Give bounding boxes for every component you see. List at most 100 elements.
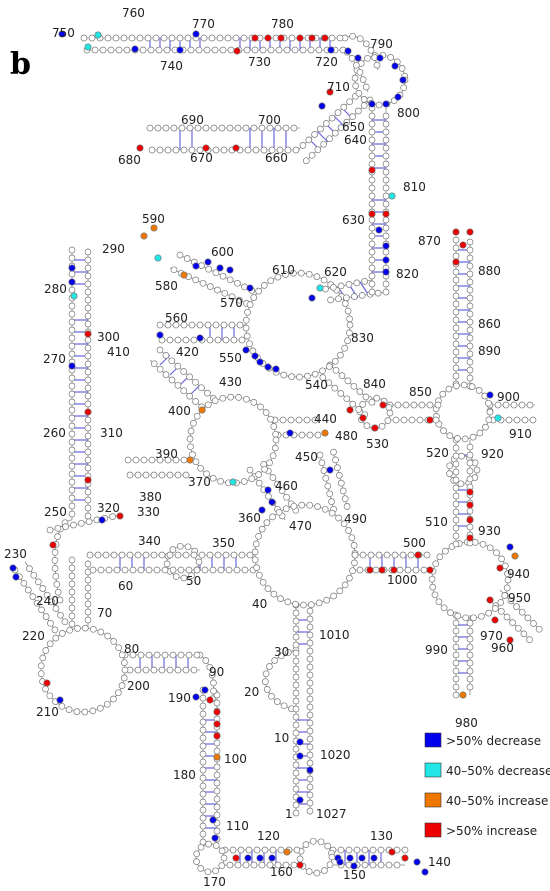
nucleotide [68,470,76,478]
nucleotide [230,551,238,559]
nucleotide [180,456,188,464]
nucleotide [213,811,221,819]
pos-label: 1027 [316,807,347,821]
nucleotide [213,699,221,707]
nucleotide [501,592,509,599]
nucleotide [68,326,76,334]
nucleotide [452,659,460,667]
highlighted-nucleotide [286,429,294,437]
nucleotide [259,46,267,54]
nucleotide [292,649,300,657]
nucleotide [250,294,258,301]
nucleotide [68,462,76,470]
nucleotide [372,566,380,574]
nucleotide [292,705,300,713]
nucleotide [243,46,251,54]
nucleotide [47,619,54,627]
nucleotide [140,456,148,464]
pos-label: 640 [344,133,367,147]
nucleotide [311,131,318,138]
nucleotide [265,492,272,500]
highlighted-nucleotide [136,144,144,152]
nucleotide [375,101,383,109]
nucleotide [212,867,220,875]
nucleotide [199,710,207,718]
nucleotide [452,675,460,683]
nucleotide [306,647,314,655]
pos-label: 210 [36,705,59,719]
highlighted-nucleotide [192,693,200,701]
nucleotide [251,556,259,564]
nucleotide [68,580,76,588]
nucleotide [306,775,314,783]
nucleotide [329,284,337,291]
nucleotide [257,403,264,411]
nucleotide [473,466,481,474]
nucleotide [201,566,209,574]
highlighted-nucleotide [316,284,324,292]
nucleotide [187,427,195,435]
nucleotide [323,596,331,604]
nucleotide [306,695,314,703]
nucleotide [266,124,274,132]
nucleotide [68,446,76,454]
nucleotide [434,401,442,409]
nucleotide [491,605,499,612]
nucleotide [104,632,112,640]
nucleotide [268,146,276,154]
nucleotide [452,292,460,300]
nucleotide [266,861,274,869]
pos-label: 1 [285,807,293,821]
nucleotide [89,566,97,574]
highlighted-nucleotide [368,210,376,218]
nucleotide [84,584,92,592]
nucleotide [68,422,76,430]
nucleotide [368,216,376,224]
highlighted-nucleotide [232,144,240,152]
highlighted-nucleotide [346,854,354,862]
nucleotide [129,651,137,659]
nucleotide [68,620,76,628]
nucleotide [307,601,315,608]
pos-label: 790 [370,37,393,51]
nucleotide [466,475,474,483]
nucleotide [42,613,50,620]
nucleotide [128,34,136,42]
nucleotide [34,578,42,586]
nucleotide [84,320,92,328]
nucleotide [115,644,122,652]
nucleotide [264,585,272,592]
nucleotide [356,68,364,76]
nucleotide [452,268,460,276]
nucleotide [121,566,129,574]
nucleotide [513,603,520,610]
highlighted-nucleotide [382,256,390,264]
nucleotide [361,861,369,869]
nucleotide [244,308,251,316]
nucleotide [272,436,280,444]
pos-label: 40 [252,597,267,611]
nucleotide [382,192,390,200]
nucleotide [368,184,376,192]
nucleotide [351,551,359,559]
highlighted-nucleotide [156,331,164,339]
nucleotide [485,399,492,407]
nucleotide [204,868,212,876]
nucleotide [213,739,221,747]
highlighted-nucleotide [308,34,316,42]
pos-label: 1020 [320,748,351,762]
nucleotide [190,666,198,674]
nucleotide [188,146,196,154]
nucleotide [452,540,460,548]
nucleotide [498,555,505,563]
nucleotide [282,861,290,869]
nucleotide [51,565,59,572]
highlighted-nucleotide [296,738,304,746]
nucleotide [199,726,207,734]
nucleotide [452,516,460,524]
nucleotide [338,372,346,379]
pos-label: 20 [244,685,259,699]
nucleotide [164,456,172,464]
pos-label: 300 [97,330,120,344]
nucleotide [282,505,290,513]
